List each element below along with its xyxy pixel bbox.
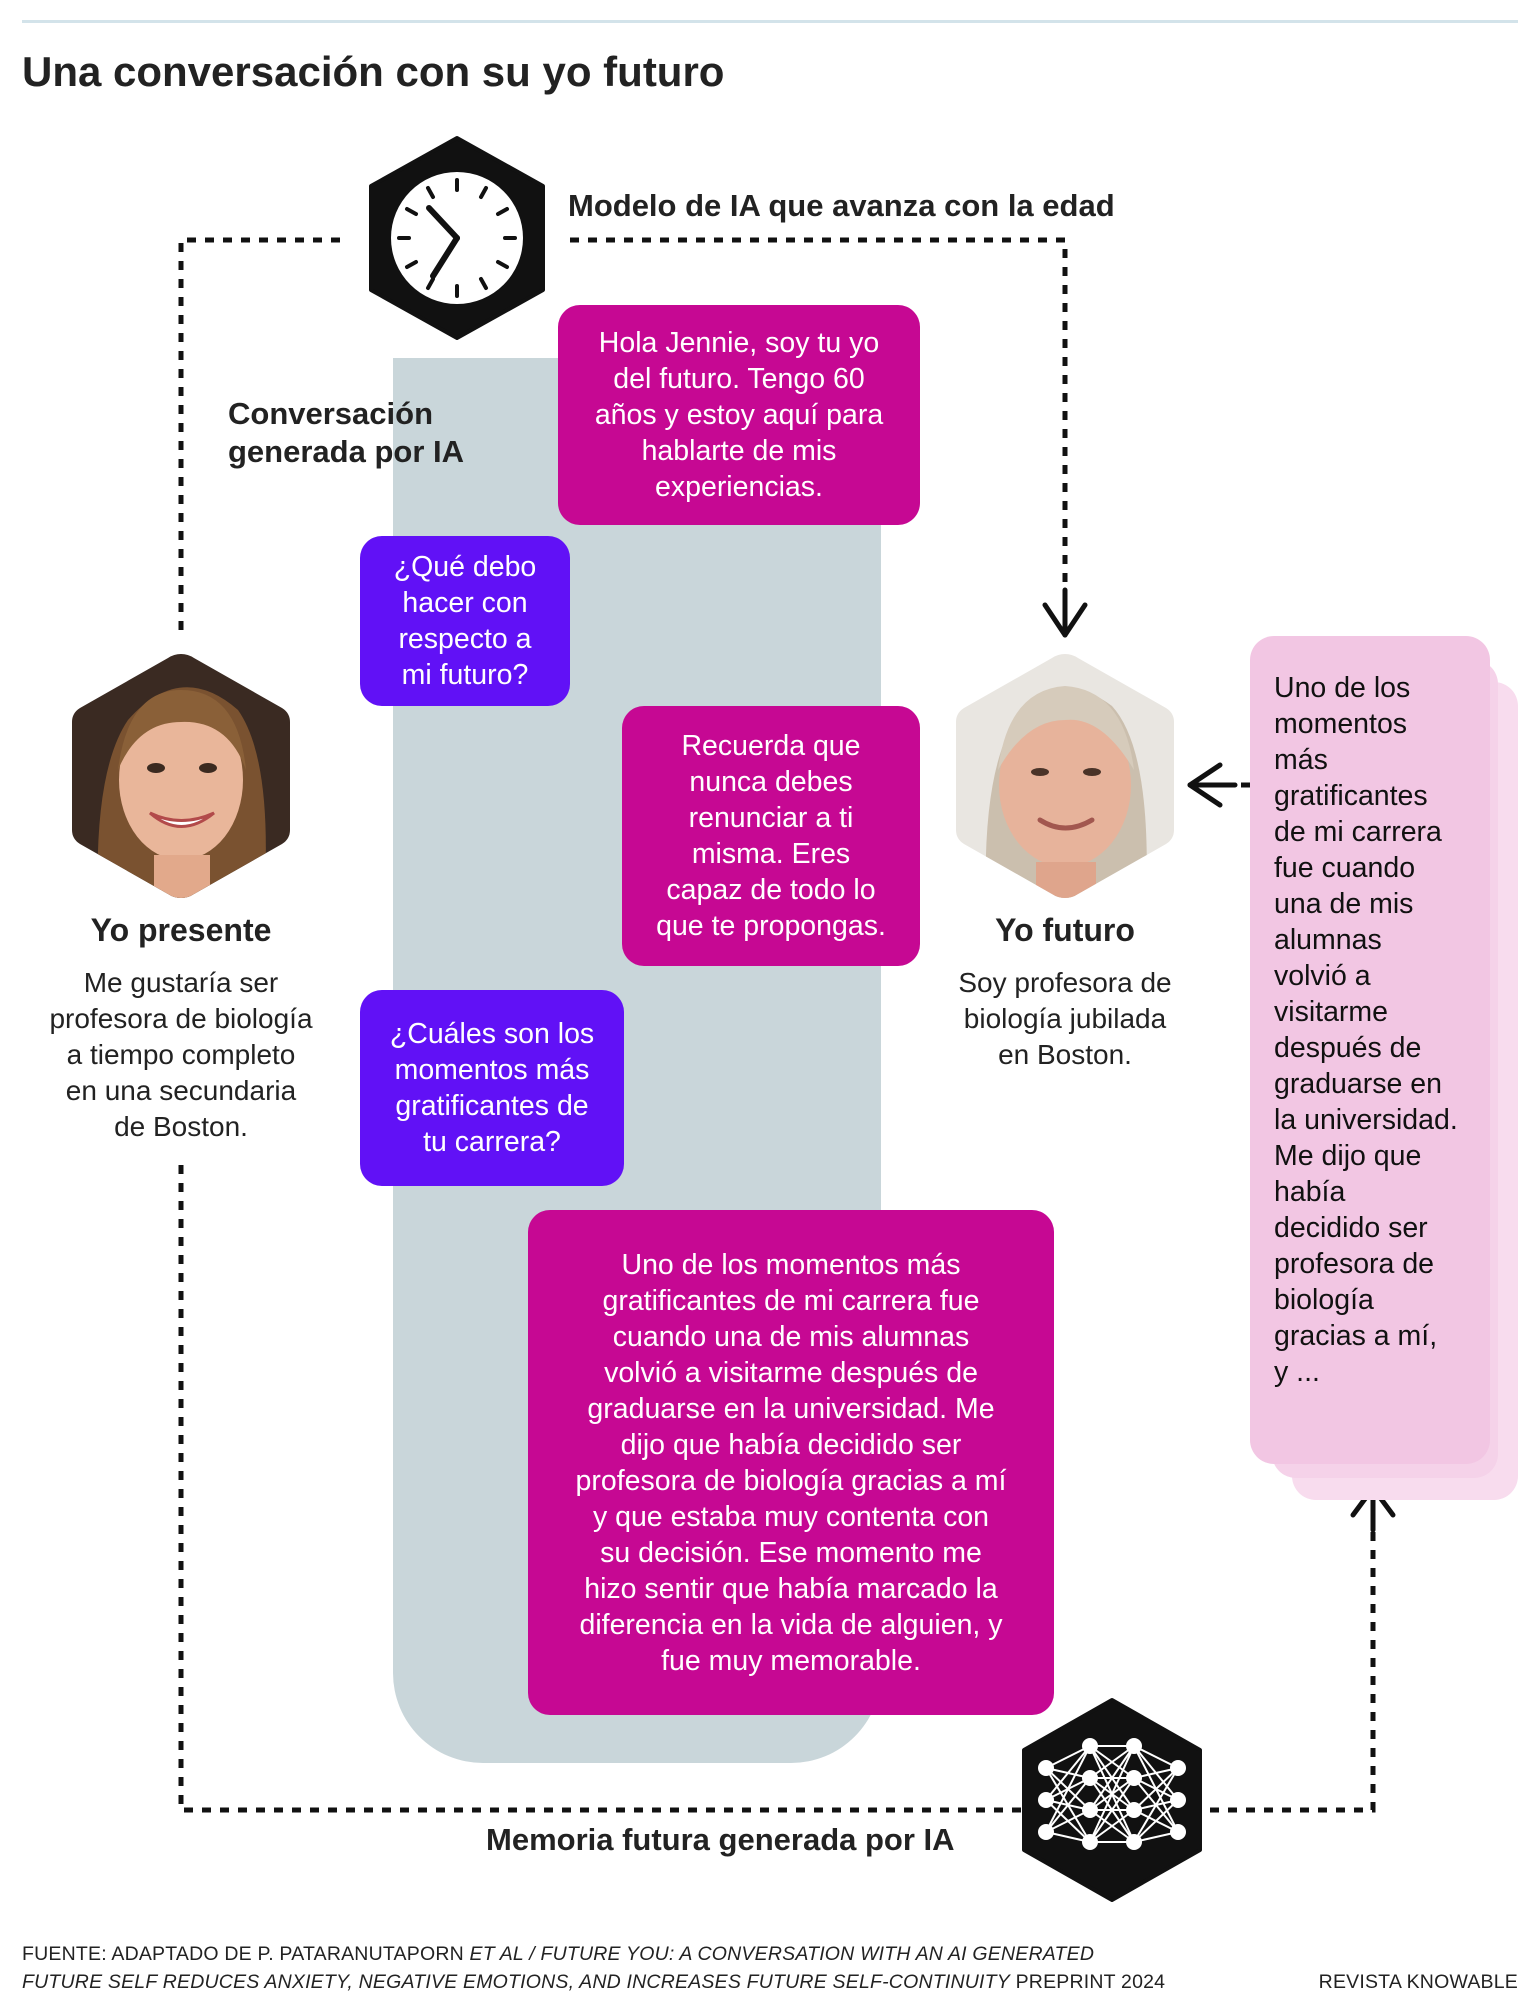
network-connection — [1133, 1745, 1179, 1769]
network-node — [1038, 1760, 1054, 1776]
network-connection — [1045, 1745, 1091, 1769]
network-node — [1170, 1760, 1186, 1776]
top-divider — [22, 20, 1518, 23]
memory-card-text: Uno de los momentos más gratificantes de… — [1274, 672, 1458, 1388]
network-connection — [1045, 1777, 1091, 1833]
source-credit: FUENTE: ADAPTADO DE P. PATARANUTAPORN ET… — [22, 1940, 1165, 1996]
network-node — [1126, 1770, 1142, 1786]
publisher-credit: REVISTA KNOWABLE — [1318, 1971, 1518, 1993]
network-connection — [1133, 1799, 1179, 1843]
page-title: Una conversación con su yo futuro — [22, 48, 725, 95]
future-self-name: Yo futuro — [995, 912, 1135, 948]
present-message-1: ¿Qué debo hacer con respecto a mi futuro… — [360, 536, 570, 706]
clock-icon — [369, 136, 545, 340]
network-node — [1082, 1738, 1098, 1754]
network-connection — [1089, 1745, 1135, 1843]
memory-card: Uno de los momentos más gratificantes de… — [1250, 636, 1490, 1464]
network-node — [1082, 1834, 1098, 1850]
present-self-name: Yo presente — [90, 912, 272, 948]
network-node — [1126, 1834, 1142, 1850]
network-connection — [1133, 1767, 1179, 1843]
memory-model-label: Memoria futura generada por IA — [486, 1822, 955, 1857]
network-connection — [1045, 1809, 1091, 1833]
network-node — [1170, 1792, 1186, 1808]
conversation-label: Conversación generada por IA — [228, 396, 464, 469]
network-node — [1082, 1770, 1098, 1786]
network-connection — [1133, 1767, 1179, 1811]
network-connection — [1089, 1745, 1135, 1779]
future-message-1: Hola Jennie, soy tu yo del futuro. Tengo… — [558, 305, 920, 525]
future-message-3: Uno de los momentos más gratificantes de… — [528, 1210, 1054, 1715]
neural-network-icon — [1022, 1698, 1202, 1902]
network-node — [1038, 1824, 1054, 1840]
network-node — [1126, 1802, 1142, 1818]
network-connection — [1089, 1809, 1135, 1843]
network-node — [1170, 1824, 1186, 1840]
network-node — [1082, 1802, 1098, 1818]
future-message-2: Recuerda que nunca debes renunciar a ti … — [622, 706, 920, 966]
network-node — [1038, 1792, 1054, 1808]
network-connection — [1045, 1745, 1091, 1833]
present-message-2: ¿Cuáles son los momentos más gratificant… — [360, 990, 624, 1186]
network-node — [1126, 1738, 1142, 1754]
source-suffix: PREPRINT 2024 — [1009, 1971, 1166, 1993]
source-prefix: FUENTE: ADAPTADO DE P. PATARANUTAPORN — [22, 1943, 470, 1965]
future-self-avatar — [956, 654, 1174, 898]
source-title-line-2: FUTURE SELF REDUCES ANXIETY, NEGATIVE EM… — [22, 1971, 1010, 1993]
source-title-line-1: ET AL / FUTURE YOU: A CONVERSATION WITH … — [469, 1943, 1095, 1965]
network-connection — [1045, 1745, 1091, 1801]
network-connection — [1089, 1745, 1135, 1811]
future-self-description: Soy profesora de biología jubilada en Bo… — [958, 967, 1172, 1070]
present-self-description: Me gustaría ser profesora de biología a … — [49, 967, 313, 1142]
aging-model-label: Modelo de IA que avanza con la edad — [568, 188, 1115, 223]
present-self-avatar — [72, 654, 290, 898]
network-connection — [1089, 1777, 1135, 1843]
